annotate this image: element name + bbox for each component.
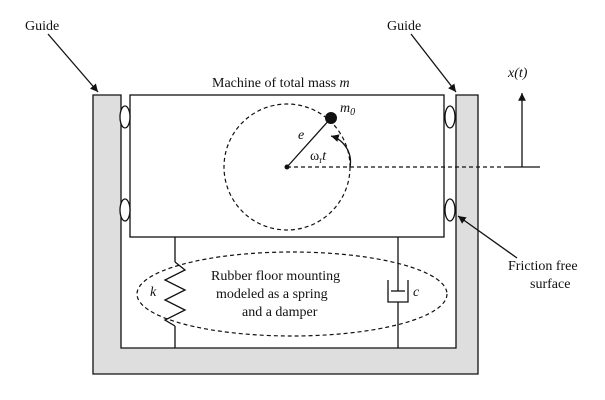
friction-label-line1: Friction free	[508, 259, 578, 274]
mounting-label-line2: modeled as a spring	[216, 287, 328, 302]
angle-label: ωrt	[310, 149, 327, 165]
guide-left-arrow	[47, 33, 99, 93]
mounting-label-line1: Rubber floor mounting	[211, 269, 340, 284]
friction-arrow	[457, 215, 518, 259]
guide-right-arrow	[410, 33, 457, 93]
guide-left-label: Guide	[25, 19, 59, 34]
friction-label-line2: surface	[530, 277, 570, 292]
mass-label: m0	[340, 101, 355, 118]
guide-right-label: Guide	[387, 19, 421, 34]
roller-right-bottom	[444, 198, 456, 222]
roller-right-top	[444, 105, 456, 129]
spring-label: k	[150, 285, 157, 300]
spring-coil	[163, 261, 187, 327]
guide-frame	[92, 94, 479, 375]
displacement-label: x(t)	[507, 66, 528, 81]
roller-left-top	[119, 105, 131, 129]
machine-label: Machine of total mass m	[212, 76, 350, 91]
damper-label: c	[413, 285, 420, 300]
eccentricity-arm	[286, 117, 332, 168]
mounting-ellipse	[136, 251, 448, 337]
angle-arc	[330, 134, 352, 168]
roller-left-bottom	[119, 198, 131, 222]
rotation-center	[284, 164, 290, 170]
mounting-label-line3: and a damper	[242, 305, 318, 320]
eccentricity-label: e	[298, 128, 304, 143]
unbalance-mass	[325, 112, 337, 124]
